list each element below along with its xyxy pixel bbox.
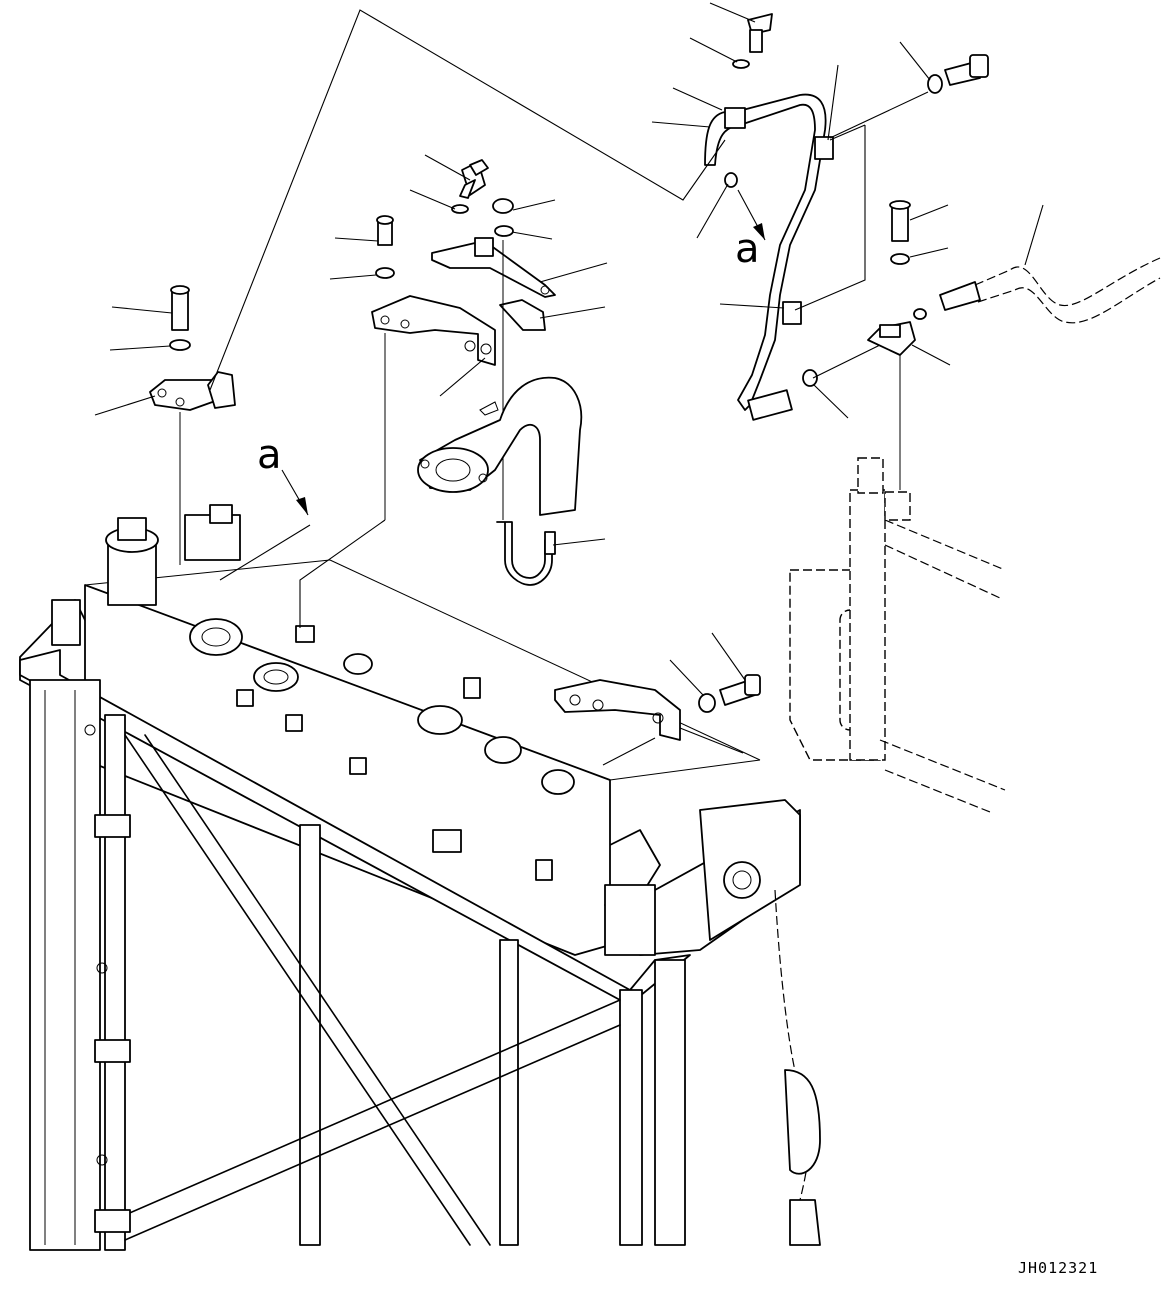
center-rail — [299, 824, 321, 1246]
upper-bracket-group — [431, 159, 556, 520]
right-corner-block — [604, 884, 656, 956]
right-sensor-group — [802, 200, 1161, 490]
tank-fittings — [189, 618, 575, 881]
center-right-rail — [499, 939, 519, 1246]
elbow-pipe — [419, 376, 583, 516]
bracket-lower — [554, 679, 681, 741]
bracket-center — [371, 295, 496, 366]
gasket — [499, 299, 546, 331]
bolt-left — [171, 289, 189, 331]
radiator-tank — [84, 584, 611, 956]
reservoir-cap — [105, 504, 241, 606]
clamp-bolt — [927, 54, 989, 94]
mount-boss — [723, 861, 761, 899]
sensor-harness — [704, 13, 834, 421]
drawing-code: JH012321 — [1018, 1259, 1098, 1277]
washer-left — [169, 339, 191, 351]
right-column — [654, 959, 686, 1246]
pipe-and-clamp — [417, 376, 583, 586]
hose-dashed — [974, 257, 1161, 307]
left-column — [29, 679, 101, 1251]
left-inner-rail — [104, 714, 126, 1251]
view-label-upper: a — [735, 226, 760, 272]
radiator-assembly — [19, 504, 821, 1251]
lower-bracket-group — [554, 674, 761, 741]
right-hose-dashed — [774, 889, 811, 1241]
left-clips — [51, 599, 131, 1233]
right-inner-rail — [619, 989, 643, 1246]
u-bolt — [496, 521, 553, 586]
center-bracket-group — [371, 215, 496, 520]
leader-lines — [94, 2, 1044, 766]
fan-guard-bracket — [789, 457, 1006, 813]
view-label-lower: a — [257, 432, 282, 478]
